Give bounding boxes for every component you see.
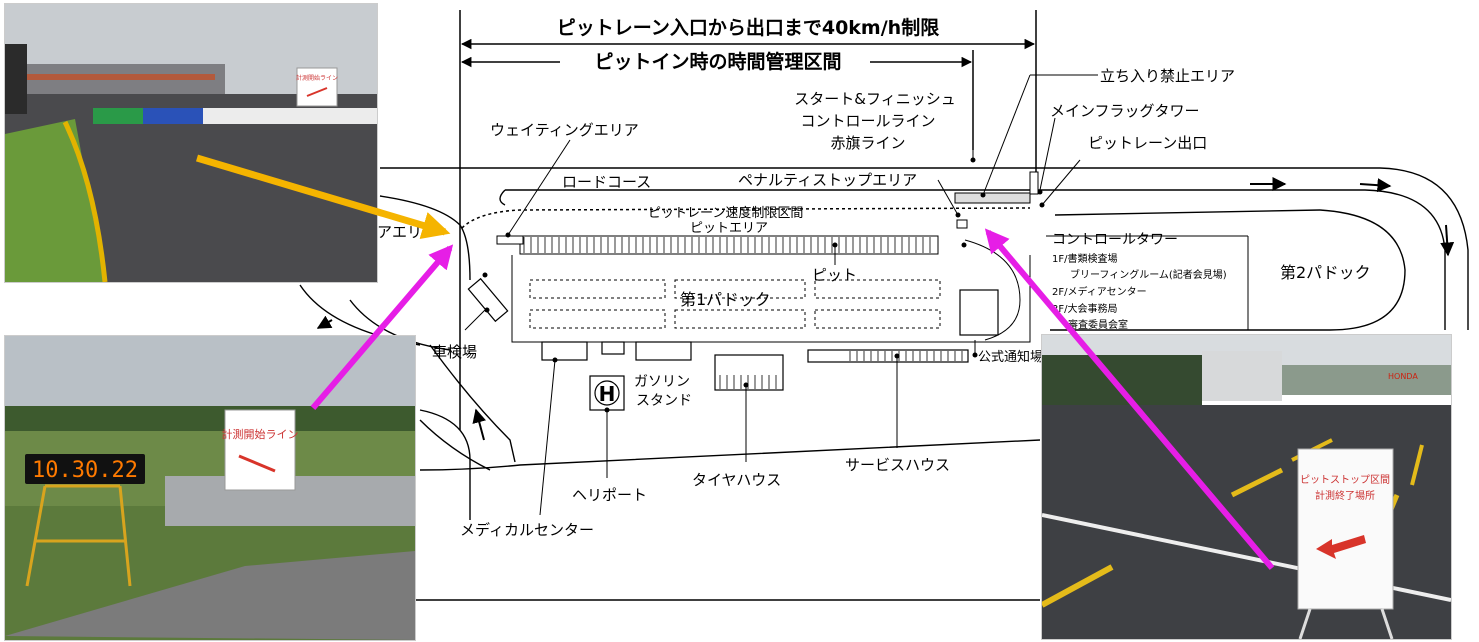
tire-hatching [719,375,777,389]
photo3-sign-text-1: ピットストップ区間 [1300,474,1390,486]
leader-lines [464,74,1098,516]
photo2-clock: 10.30.22 [32,458,138,483]
control-tower-label: コントロールタワー [1052,232,1178,248]
photo-pit-entry: 計測開始ライン [4,3,378,283]
no-entry-label: 立ち入り禁止エリア [1100,67,1235,85]
paddock1-area [511,255,1031,343]
ct-3f-label: 3F/大会事務局 [1052,302,1117,315]
ct-1f-b-label: ブリーフィングルーム(記者会見場) [1070,268,1227,281]
notice-board-label: 公式通知場 [978,349,1043,365]
flow-arrows [316,177,1455,441]
ct-1f-label: 1F/書類検査場 [1052,252,1117,265]
photo3-brand: HONDA [1388,372,1418,381]
pit-area-label: ピットエリア [690,221,768,236]
ct-3f-b-label: 審査委員会室 [1068,318,1128,331]
road-course-label: ロードコース [562,173,651,191]
gas-label-2: スタンド [636,393,692,409]
start-finish-label-3: 赤旗ライン [830,134,905,152]
photo2-sign-text: 計測開始ライン [222,427,299,441]
speed-limit-title: ピットレーン入口から出口まで40km/h制限 [557,16,939,39]
start-finish-label-1: スタート&フィニッシュ [794,90,955,108]
penalty-stop-area [954,171,1039,204]
penalty-stop-label: ペナルティストップエリア [738,171,917,189]
pit-lane-dotted [461,207,1031,229]
service-hatching [849,351,963,361]
helipad-mark: H [599,382,616,406]
time-management-title: ピットイン時の時間管理区間 [594,50,841,73]
ct-2f-label: 2F/メディアセンター [1052,285,1147,298]
photo-measure-start: 計測開始ライン 10.30.22 [4,335,416,641]
gas-label-1: ガソリン [634,374,690,390]
pit-speed-zone-label: ピットレーン速度制限区間 [648,205,803,221]
paddock2-label: 第2パドック [1280,263,1371,282]
paddock1-label: 第1パドック [680,290,771,309]
heliport-label: ヘリポート [572,486,647,504]
header-brackets [459,10,1037,430]
waiting-area-cut-label: アエリ [377,223,422,241]
pit-label: ピット [812,266,857,284]
service-house-label: サービスハウス [845,456,950,474]
waiting-area-label: ウェイティングエリア [490,121,639,139]
photo-pit-stop-end: HONDA ピットストップ区間 計測終了場所 [1041,334,1452,640]
pit-hatching [523,237,931,253]
pit-building [496,219,968,255]
start-finish-label-2: コントロールライン [800,112,935,130]
photo1-sign-text: 計測開始ライン [296,74,338,82]
tire-house-label: タイヤハウス [692,471,781,489]
photo3-sign-text-2: 計測終了場所 [1315,489,1375,502]
medical-center-label: メディカルセンター [460,521,594,539]
pit-exit-label: ピットレーン出口 [1088,134,1207,152]
scrutineering-label: 車検場 [432,343,477,361]
leader-dots [482,157,1045,413]
main-flag-tower-label: メインフラッグタワー [1050,102,1200,120]
